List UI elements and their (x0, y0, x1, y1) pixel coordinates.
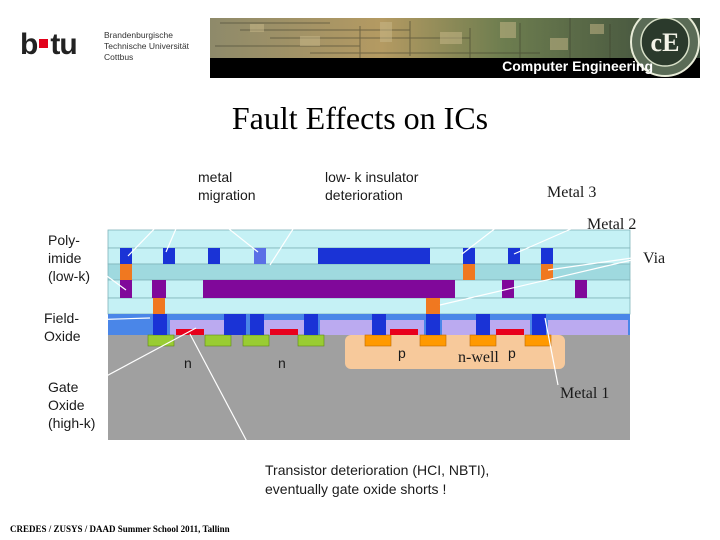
logo-text-right: tu (50, 28, 77, 61)
label-gate-oxide-3: (high-k) (48, 415, 95, 431)
label-p-left: p (398, 345, 406, 361)
label-nwell: n-well (458, 349, 499, 366)
dielectric-layer-top (107, 229, 631, 249)
via2-plugs (120, 264, 553, 280)
svg-text:cE: cE (651, 28, 680, 57)
label-p-right: p (508, 345, 516, 361)
label-metal-migration-1: metal (198, 169, 232, 185)
label-field-oxide-1: Field- (44, 310, 79, 326)
header-banner: cE Computer Engineering (210, 18, 700, 78)
label-polyimide-2: imide (48, 250, 82, 266)
label-gate-oxide-1: Gate (48, 379, 79, 395)
nwell-region (345, 335, 565, 369)
banner-label: Computer Engineering (502, 58, 653, 74)
leader-lines (83, 189, 633, 471)
logo-text-left: b (20, 28, 38, 61)
metal3-lines (120, 248, 553, 264)
label-transistor-note-2: eventually gate oxide shorts ! (265, 481, 446, 497)
dielectric-layer-via1 (107, 297, 631, 315)
label-lowk-insulator-2: deterioration (325, 187, 403, 203)
polysilicon-gates (176, 329, 524, 335)
slide-title: Fault Effects on ICs (231, 100, 489, 136)
metal1-contacts (153, 314, 546, 335)
university-line-1: Brandenburgische (104, 30, 173, 40)
label-n-left: n (184, 355, 192, 371)
banner-chip-image: cE (210, 18, 700, 78)
label-metal2: Metal 2 (587, 216, 636, 233)
university-line-3: Cottbus (104, 52, 134, 62)
label-metal3: Metal 3 (547, 184, 596, 201)
label-polyimide-1: Poly- (48, 232, 80, 248)
label-polyimide-3: (low-k) (48, 268, 90, 284)
label-n-right: n (278, 355, 286, 371)
label-lowk-insulator-1: low- k insulator (325, 169, 419, 185)
logo-dot (39, 39, 49, 49)
label-gate-oxide-2: Oxide (48, 397, 85, 413)
gate-oxide-regions (170, 320, 628, 335)
computer-engineering-seal-icon: cE (630, 18, 700, 77)
ic-cross-section-diagram: metal migration low- k insulator deterio… (44, 169, 665, 497)
slide-footer: CREDES / ZUSYS / DAAD Summer School 2011… (10, 524, 230, 534)
via1-plugs (153, 298, 440, 314)
label-metal1: Metal 1 (560, 385, 609, 402)
university-line-2: Technische Universität (104, 41, 190, 51)
label-field-oxide-2: Oxide (44, 328, 81, 344)
label-via: Via (643, 250, 665, 267)
label-metal-migration-2: migration (198, 187, 256, 203)
university-name: Brandenburgische Technische Universität … (104, 30, 189, 63)
label-transistor-note-1: Transistor deterioration (HCI, NBTI), (265, 462, 489, 478)
